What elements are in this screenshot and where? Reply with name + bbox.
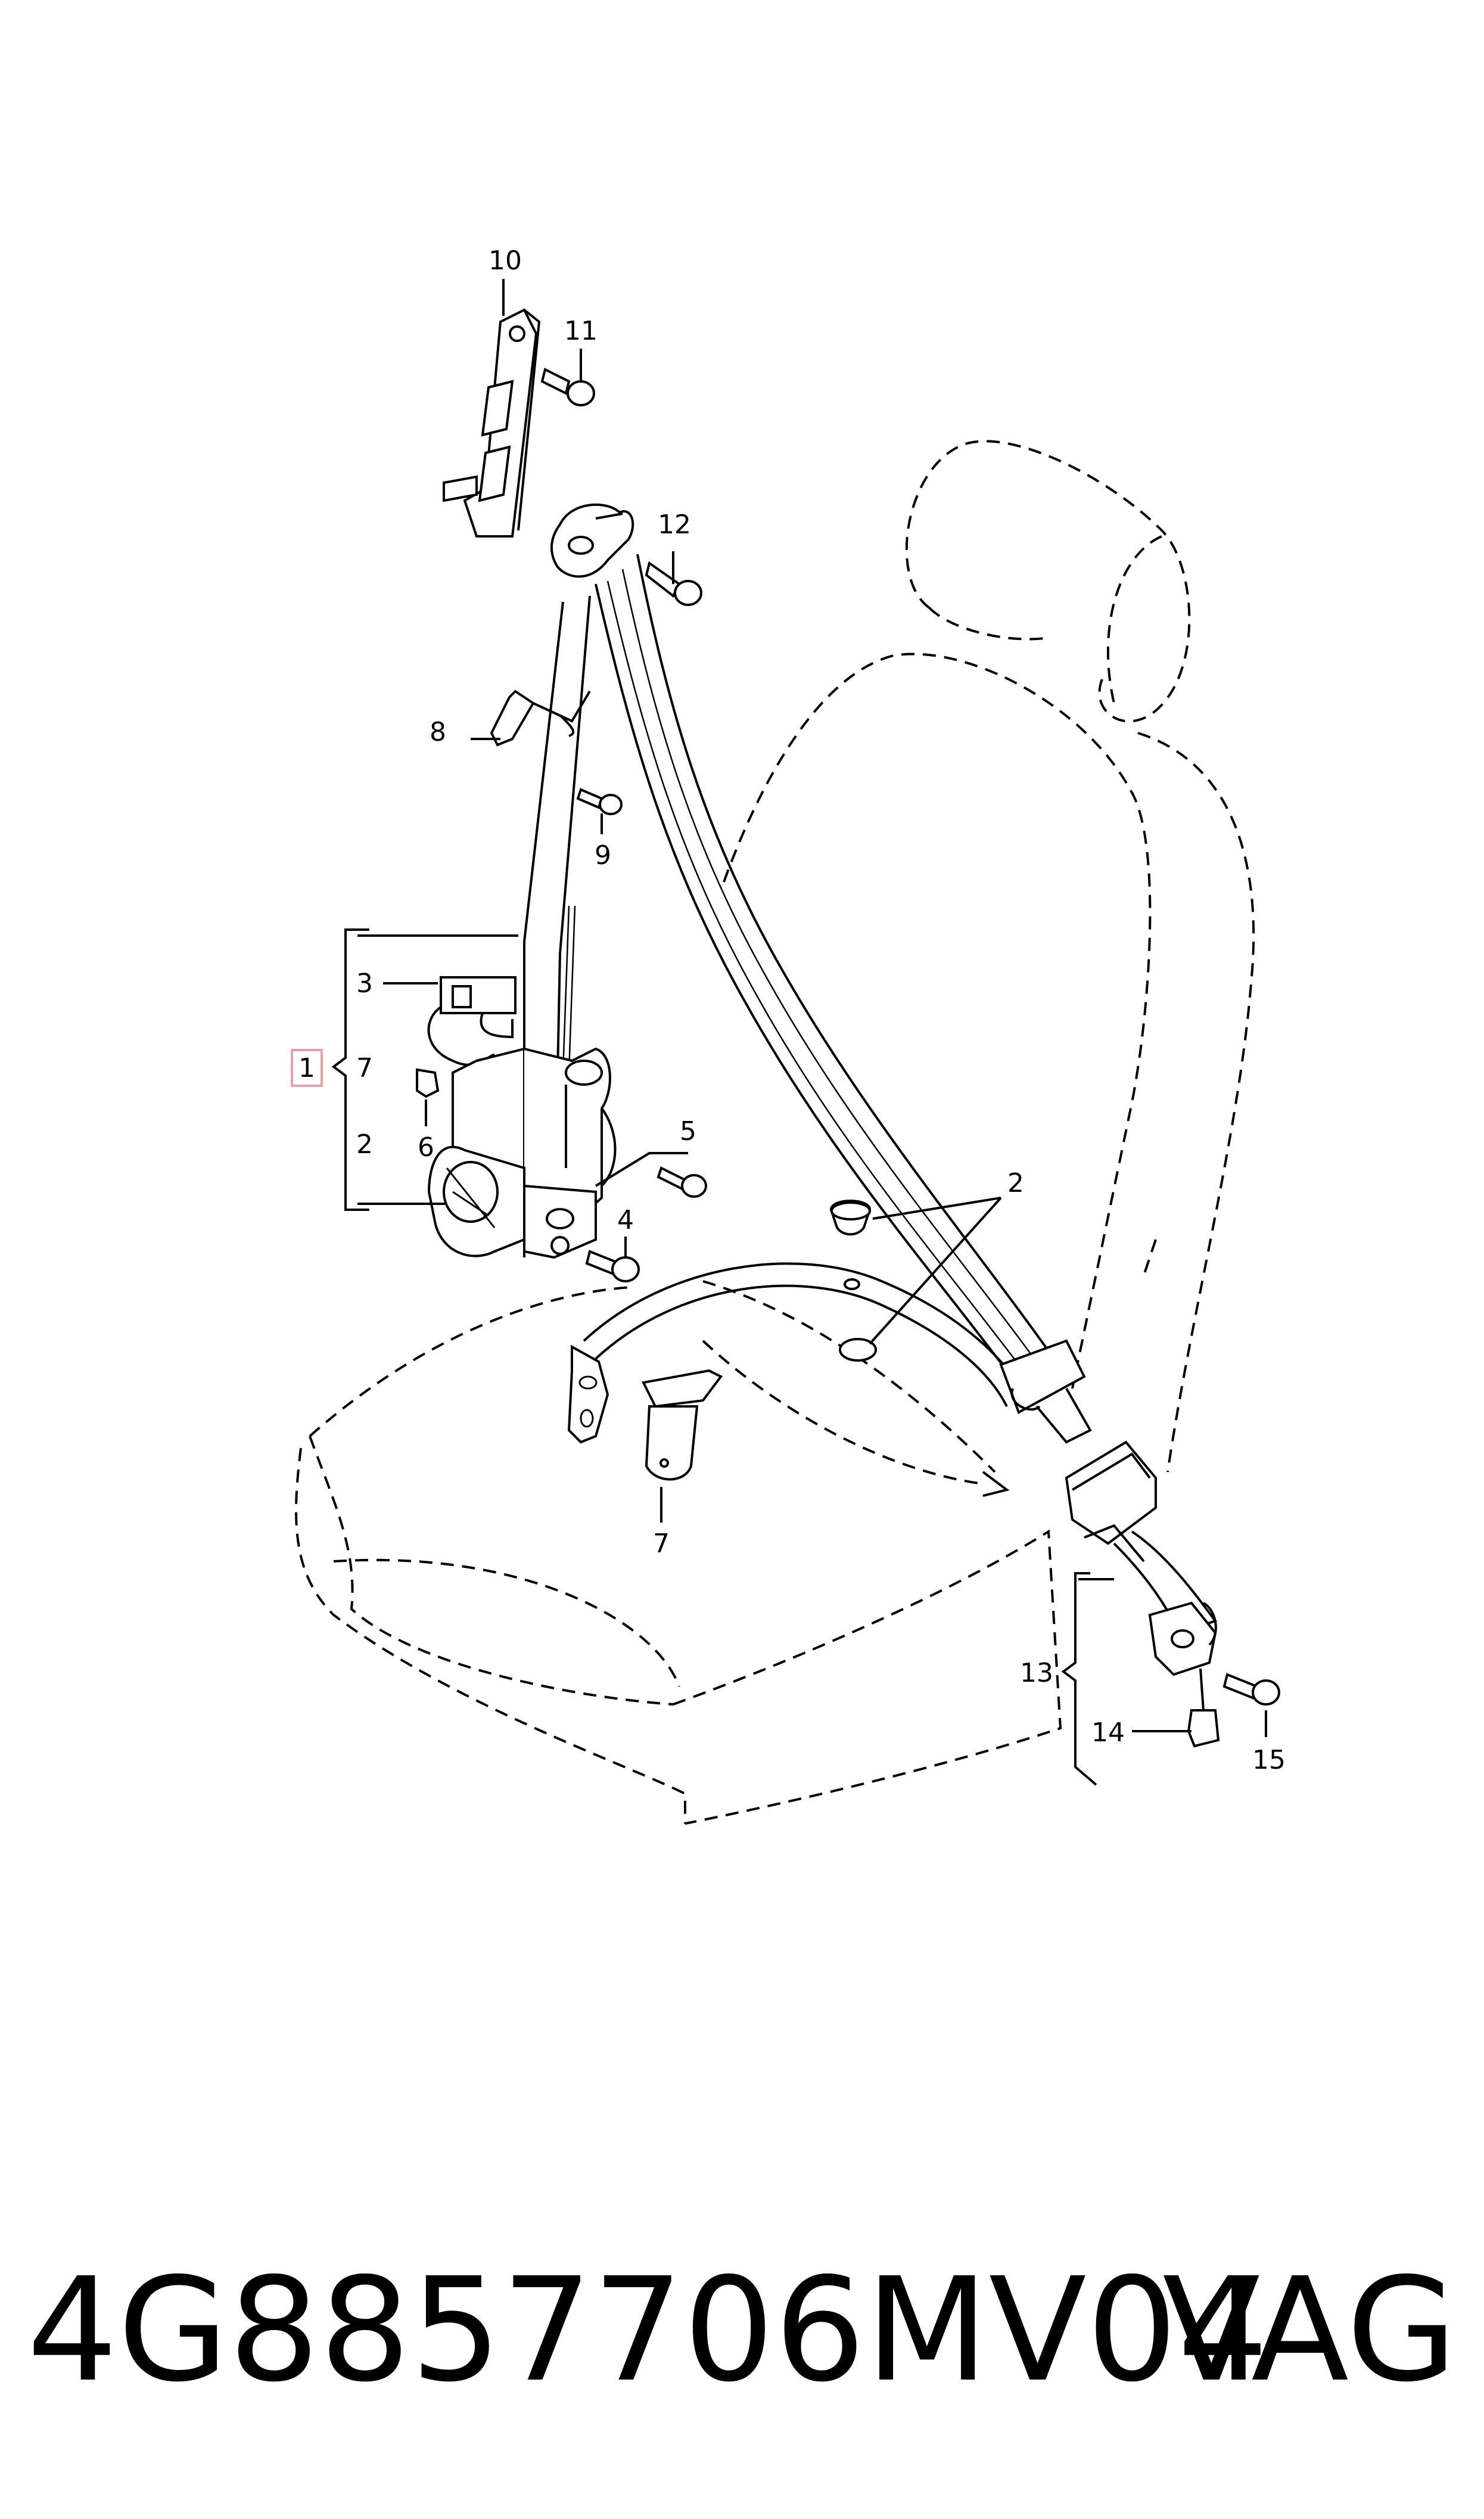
- label-1-highlight-box: [291, 1049, 323, 1087]
- belt-guide-arrow: [982, 1471, 1010, 1497]
- label-13: 13: [1020, 1658, 1053, 1688]
- headrest-bottom: [928, 607, 1049, 641]
- trim-cover: [642, 1369, 723, 1481]
- headrest-outline: [905, 440, 1191, 723]
- upper-belt-guide: [550, 503, 634, 578]
- cushion-front: [309, 1436, 674, 1706]
- screw-4: [585, 1250, 640, 1282]
- label-7-upper: 7: [356, 1053, 373, 1083]
- seat-outline: [295, 440, 1255, 1825]
- screw-15: [1222, 1673, 1280, 1706]
- grommets: [829, 1200, 877, 1362]
- leader-lines: [331, 279, 1267, 1786]
- label-3: 3: [356, 968, 373, 999]
- buckle-connector: [1187, 1709, 1220, 1748]
- label-7-lower: 7: [653, 1529, 670, 1559]
- label-11: 11: [564, 316, 598, 346]
- cushion-right: [673, 1529, 1062, 1825]
- screws: [540, 368, 1280, 1706]
- label-15: 15: [1252, 1745, 1286, 1775]
- label-9: 9: [595, 840, 611, 871]
- cushion-inner: [702, 1340, 984, 1485]
- lap-belt-webbing: [583, 1262, 1026, 1407]
- backrest-seam: [1143, 1239, 1157, 1276]
- cushion-front-lower: [333, 1558, 680, 1687]
- screw-9: [576, 788, 623, 815]
- screw-5: [657, 1166, 707, 1198]
- buckle-assembly: [1065, 1440, 1220, 1748]
- label-8: 8: [430, 717, 446, 747]
- screw-12: [645, 561, 702, 606]
- label-2-right: 2: [1007, 1168, 1024, 1198]
- shoulder-belt-webbing: [595, 554, 1068, 1396]
- label-6: 6: [418, 1132, 434, 1163]
- label-2-upper: 2: [356, 1129, 373, 1160]
- part-number: 4G8857706MV04: [27, 2247, 1269, 2414]
- label-12: 12: [658, 510, 691, 540]
- screw-11: [540, 368, 595, 406]
- retractor-assembly: [427, 976, 617, 1259]
- grommet-small: [844, 1278, 860, 1290]
- grommet-lower: [839, 1338, 877, 1362]
- headrest-side: [1106, 535, 1162, 704]
- label-14: 14: [1091, 1717, 1125, 1748]
- backrest-side: [1137, 732, 1255, 1473]
- label-1: 1: [298, 1053, 315, 1083]
- lap-anchor-plate: [567, 1344, 609, 1444]
- callout-labels: 10 11 12 8 9 3 1 7 6 2 5 2 4 7 13 14 15: [298, 246, 1286, 1775]
- brand-label: VAG: [1162, 2247, 1457, 2414]
- cushion-top: [309, 1280, 996, 1473]
- backrest-outline: [723, 653, 1152, 1389]
- height-adjuster-rail: [443, 308, 541, 538]
- small-clip: [416, 1068, 440, 1098]
- cushion-bottom: [295, 1448, 686, 1824]
- label-4: 4: [617, 1205, 634, 1235]
- label-5: 5: [680, 1116, 696, 1147]
- label-10: 10: [489, 246, 522, 276]
- belt-latch-tongue: [999, 1339, 1092, 1444]
- belt-guide-clip: [490, 689, 591, 747]
